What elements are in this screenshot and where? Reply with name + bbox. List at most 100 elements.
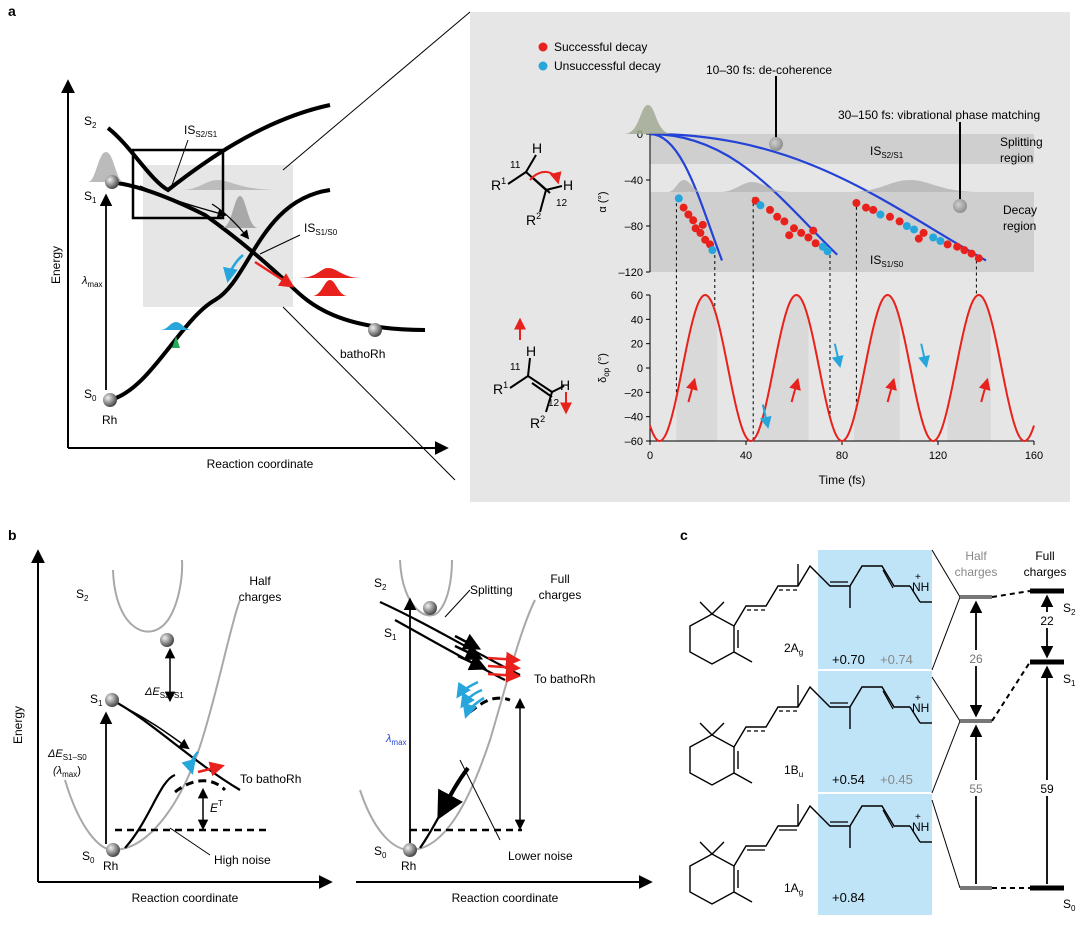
c-half-1: Half	[965, 549, 987, 563]
decoherence-label: 10–30 fs: de-coherence	[706, 63, 832, 77]
b-right-splitting-leader	[444, 589, 471, 618]
b-right-lambda: λmax	[385, 733, 407, 747]
c-dash-s2	[991, 590, 1031, 598]
delta-tick-label: –60	[625, 436, 643, 448]
b-left-high-noise: High noise	[214, 853, 271, 867]
sine-fill	[676, 295, 991, 441]
phase-arrow-down	[759, 404, 772, 429]
rh-ball	[103, 393, 117, 407]
b-right-red-arrow-1	[487, 651, 521, 667]
b-right-s0: S0	[374, 844, 387, 860]
svg-text:12: 12	[556, 198, 568, 209]
b-reaction-label-right: Reaction coordinate	[452, 891, 559, 905]
b-right-black-arrow-3	[457, 654, 488, 671]
time-axis-label: Time (fs)	[819, 473, 866, 487]
b-left-rh: Rh	[103, 859, 118, 873]
zoom-line-1	[282, 11, 471, 171]
legend-success: Successful decay	[554, 40, 647, 54]
delta-op-curve	[649, 293, 1035, 443]
phase-arrow-up	[686, 377, 698, 403]
success-point	[689, 216, 698, 225]
panel-c: NH+NH+NH+ Half charges Full charges 26 5…	[689, 549, 1076, 915]
is-s2s1-label: ISS2/S1	[184, 123, 218, 139]
b-right-full-1: Full	[550, 572, 569, 586]
success-point	[679, 203, 688, 212]
b-left-s1-ball	[105, 693, 119, 707]
success-point	[852, 199, 861, 207]
svg-text:H: H	[560, 377, 570, 393]
success-point	[919, 228, 928, 237]
decay-wavepacket-3	[850, 180, 980, 192]
unsuccess-point	[910, 225, 918, 234]
b-left-path-arrow	[119, 704, 190, 750]
success-point	[785, 231, 794, 240]
c-state-1ag: 1Ag	[784, 881, 803, 897]
c-label-bg-55	[966, 780, 986, 796]
delta-tick-label: 40	[631, 314, 643, 326]
cyan-wavepacket	[160, 322, 192, 330]
b-left-red-arrow	[197, 761, 225, 777]
svg-text:H: H	[563, 177, 573, 193]
c-conn-3	[931, 676, 961, 722]
c-gap-55: 55	[969, 782, 983, 796]
b-right-red-arrow-2	[487, 659, 521, 675]
c-label-bg-26	[966, 650, 986, 666]
success-point	[698, 220, 707, 229]
c-label-bg-22	[1037, 612, 1057, 628]
b-left-cyan-arrow	[181, 751, 199, 775]
decoherence-pin	[769, 137, 783, 151]
s0-label: S0	[84, 387, 97, 403]
s0-wavepacket	[88, 152, 124, 182]
path-arrow-1	[139, 185, 227, 218]
c-charge-1ag-left: +0.84	[832, 890, 865, 905]
success-point	[804, 233, 813, 242]
sine-fill-segment	[676, 295, 718, 441]
b-right-to-batho: To bathoRh	[534, 672, 595, 686]
s1-wavepacket	[180, 180, 280, 190]
decay-wavepacket-2	[720, 182, 790, 192]
panel-label-b: b	[8, 527, 17, 543]
reaction-coordinate-label: Reaction coordinate	[207, 457, 314, 471]
decay-region-label-2: region	[1003, 219, 1036, 233]
cyan-return-arrow	[223, 254, 244, 283]
plus-label: +	[915, 693, 921, 704]
plus-label: +	[915, 812, 921, 823]
panel-b: Energy Reaction coordinate Half charges …	[11, 549, 653, 905]
energy-label: Energy	[49, 246, 63, 284]
b-left-lambda: (λmax)	[53, 765, 81, 779]
svg-text:R1: R1	[493, 380, 508, 397]
c-charge-2ag-left: +0.70	[832, 652, 865, 667]
b-energy-label: Energy	[11, 706, 25, 744]
c-gap-59: 59	[1040, 782, 1054, 796]
b-right-s2-curve	[399, 559, 453, 617]
success-point	[684, 210, 693, 219]
alpha-tick-label: –120	[619, 267, 643, 279]
s1-ball	[105, 175, 119, 189]
legend-unsuccess-dot	[538, 61, 548, 71]
b-right-cyan-arrow-2	[460, 688, 483, 709]
decay-fit-curves	[649, 132, 987, 262]
b-left-s1: S1	[90, 692, 103, 708]
success-point	[809, 226, 818, 235]
delta-axis-label: δop (°)	[597, 353, 611, 383]
decay-region-label: Decay	[1003, 203, 1037, 217]
success-point	[943, 240, 952, 249]
retinal-molecule: NH+	[689, 564, 932, 665]
b-reaction-label-left: Reaction coordinate	[132, 891, 239, 905]
time-tick-label: 120	[929, 450, 947, 462]
c-charge-2ag-right: +0.74	[880, 652, 913, 667]
phase-arrow-up	[885, 377, 897, 403]
batho-ball	[368, 323, 382, 337]
b-right-cyan-arrow-3	[462, 696, 485, 719]
success-point	[766, 205, 774, 214]
svg-text:R1: R1	[491, 176, 506, 193]
b-left-s0-curve	[64, 599, 241, 852]
legend-success-dot	[538, 42, 548, 52]
success-point	[869, 205, 878, 214]
phase-matching-label: 30–150 fs: vibrational phase matching	[838, 108, 1040, 122]
time-tick-label: 0	[647, 450, 653, 462]
is10-leader	[259, 234, 301, 255]
